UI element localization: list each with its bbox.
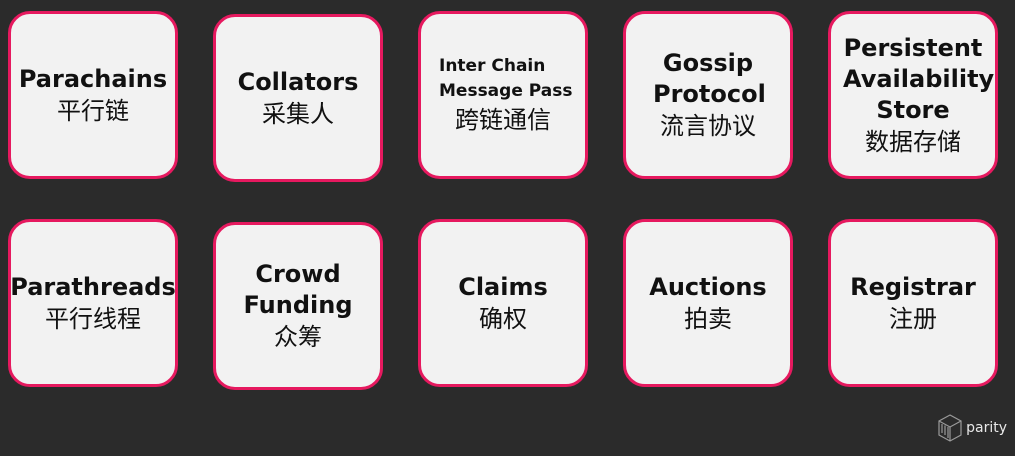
card-title-en: Collators: [237, 67, 359, 96]
card-title-en: Persistent Availability Store: [843, 33, 995, 124]
card-collators[interactable]: Collators 采集人: [213, 14, 383, 182]
parity-logo: parity: [938, 414, 1007, 442]
card-registrar[interactable]: Registrar 注册: [828, 219, 998, 387]
card-title-en: Crowd Funding: [243, 260, 353, 319]
card-title-en: Registrar: [850, 272, 976, 301]
card-title-en: Inter Chain Message Pass: [439, 56, 573, 101]
card-title-zh: 跨链通信: [455, 106, 551, 134]
card-title-zh: 流言协议: [660, 112, 756, 140]
card-title-zh: 众筹: [274, 323, 322, 351]
parity-logo-icon: [938, 414, 962, 442]
card-title-zh: 确权: [479, 304, 527, 333]
card-title-en: Gossip Protocol: [653, 49, 766, 108]
card-title-en: Claims: [458, 272, 548, 301]
card-title-zh: 采集人: [262, 99, 334, 128]
card-persistent-availability-store[interactable]: Persistent Availability Store 数据存储: [828, 11, 998, 179]
card-title-en: Parathreads: [10, 272, 176, 301]
logo-text: parity: [966, 420, 1007, 436]
card-inter-chain-message-pass[interactable]: Inter Chain Message Pass 跨链通信: [418, 11, 588, 179]
card-parathreads[interactable]: Parathreads 平行线程: [8, 219, 178, 387]
card-parachains[interactable]: Parachains 平行链: [8, 11, 178, 179]
card-crowd-funding[interactable]: Crowd Funding 众筹: [213, 222, 383, 390]
card-claims[interactable]: Claims 确权: [418, 219, 588, 387]
card-title-en: Parachains: [18, 64, 168, 93]
card-title-zh: 平行线程: [45, 304, 141, 333]
card-title-en: Auctions: [649, 272, 767, 301]
card-title-zh: 拍卖: [684, 304, 732, 333]
card-gossip-protocol[interactable]: Gossip Protocol 流言协议: [623, 11, 793, 179]
card-title-zh: 平行链: [57, 96, 129, 125]
card-auctions[interactable]: Auctions 拍卖: [623, 219, 793, 387]
card-title-zh: 注册: [889, 304, 937, 333]
card-title-zh: 数据存储: [865, 127, 961, 156]
